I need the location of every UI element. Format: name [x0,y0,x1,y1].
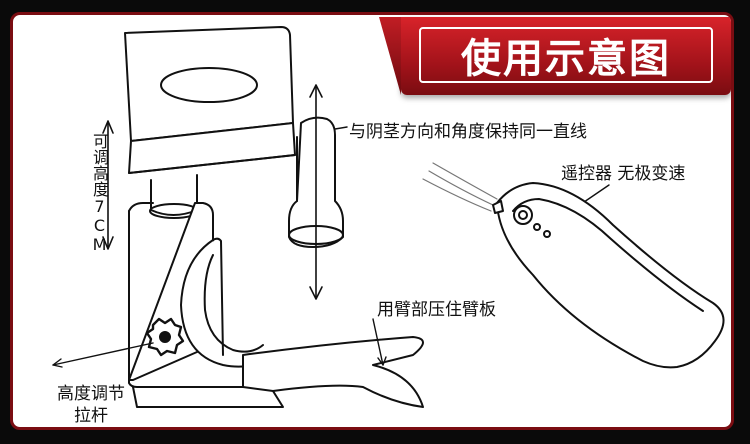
title-banner: 使用示意图 [401,17,731,95]
illustration-panel: 使用示意图 可调高度7CM 与阴茎方向和角度保持同一直线 遥控器 无极变速 用臂… [10,12,734,430]
foot-plate-drawing [132,336,424,408]
arm-press-label: 用臂部压住臂板 [377,300,496,320]
remote-control-label: 遥控器 无极变速 [561,164,686,184]
title-frame: 使用示意图 [419,27,713,83]
height-arrow [102,120,114,250]
knob-drawing [145,317,185,357]
page-title: 使用示意图 [461,36,671,82]
top-pad-drawing [124,26,296,174]
remote-drawing [492,182,725,369]
direction-note-label: 与阴茎方向和角度保持同一直线 [349,122,587,142]
adjustable-height-label: 可调高度7CM [90,133,109,254]
height-knob-label: 高度调节 拉杆 [41,383,141,427]
height-knob-label-line2: 拉杆 [74,406,108,426]
arm-plate-drawing [180,237,274,368]
height-knob-label-line1: 高度调节 [57,384,125,404]
device-illustration [52,26,725,408]
probe-travel-arrow [309,84,323,300]
remote-cable [422,162,498,212]
